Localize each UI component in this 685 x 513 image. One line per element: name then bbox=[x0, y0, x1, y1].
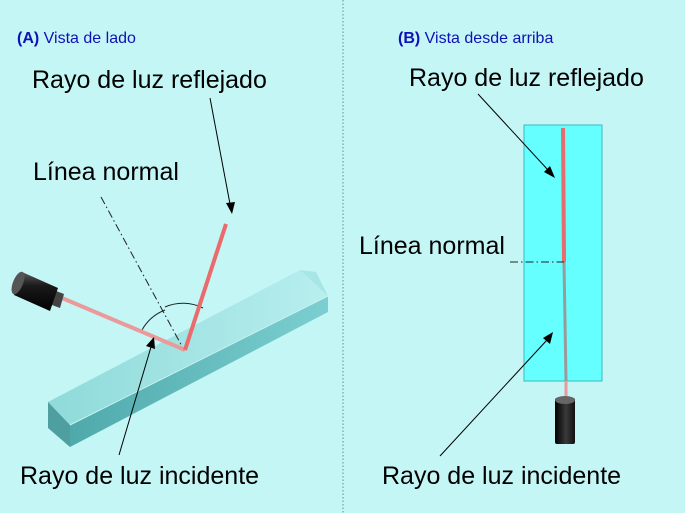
mirror-block-end bbox=[300, 270, 328, 296]
normal-line-label: Línea normal bbox=[33, 158, 179, 186]
mirror-block-side bbox=[70, 296, 328, 447]
normal-line-label: Línea normal bbox=[359, 232, 505, 260]
arrow-icon bbox=[118, 337, 155, 456]
laser-pointer-icon bbox=[555, 396, 575, 444]
reflected-ray-label: Rayo de luz reflejado bbox=[32, 66, 267, 94]
incident-ray-label: Rayo de luz incidente bbox=[20, 462, 260, 490]
reflected-beam bbox=[561, 127, 566, 263]
panel-a bbox=[11, 97, 329, 456]
laser-pointer-icon bbox=[11, 271, 64, 311]
panel-b-title-text: Vista desde arriba bbox=[424, 30, 554, 47]
panel-a-title-text: Vista de lado bbox=[43, 30, 136, 47]
incidence-angle-arc bbox=[141, 309, 166, 331]
arrow-icon bbox=[477, 93, 555, 178]
panel-b-letter: (B) bbox=[398, 30, 421, 47]
incident-ray-label: Rayo de luz incidente bbox=[382, 462, 622, 490]
mirror-block-front bbox=[48, 402, 70, 447]
panel-a-letter: (A) bbox=[17, 30, 40, 47]
incident-beam-inside bbox=[562, 261, 568, 382]
incident-beam bbox=[61, 296, 186, 352]
arrow-icon bbox=[439, 332, 553, 457]
panel-b-title: (B) Vista desde arriba bbox=[398, 30, 553, 48]
reflected-ray-label: Rayo de luz reflejado bbox=[409, 64, 644, 92]
panel-b bbox=[439, 93, 603, 457]
panel-a-title: (A) Vista de lado bbox=[17, 30, 136, 48]
reflected-beam bbox=[183, 223, 228, 351]
mirror-block-top bbox=[48, 270, 328, 425]
arrow-icon bbox=[209, 97, 235, 214]
normal-line bbox=[100, 196, 185, 351]
